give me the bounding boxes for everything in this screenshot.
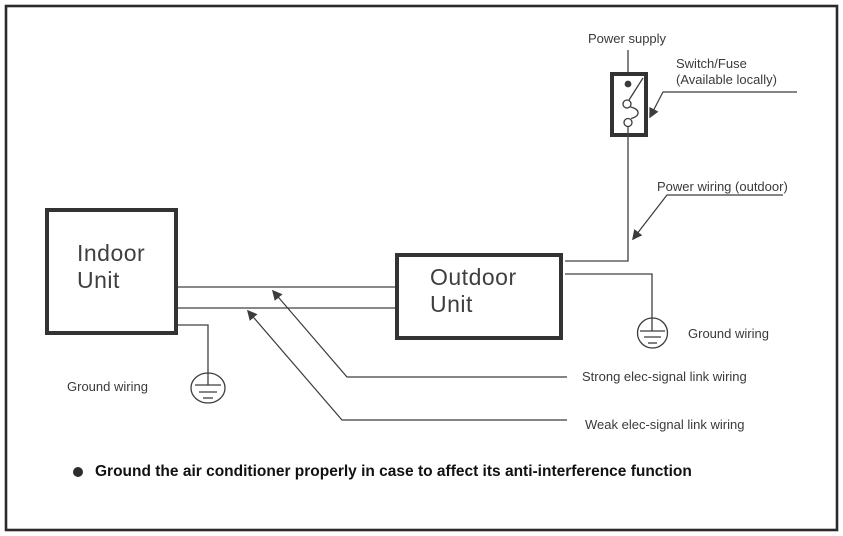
switch-fuse-label: Switch/Fuse (Available locally) [676, 56, 777, 88]
switch-blade [628, 77, 644, 101]
switch-fuse-label-line2: (Available locally) [676, 72, 777, 87]
power-wiring-outdoor-wire [565, 126, 629, 262]
ground-wiring-indoor-label: Ground wiring [67, 379, 148, 394]
switch-contact-upper [622, 99, 632, 109]
weak-link-leader-arrow [247, 309, 567, 421]
diagram-border [4, 4, 839, 532]
indoor-unit-box: Indoor Unit [45, 208, 178, 335]
grounding-note-text: Ground the air conditioner properly in c… [95, 463, 692, 480]
grounding-note: Ground the air conditioner properly in c… [73, 463, 692, 481]
ground-symbol-outdoor-icon [636, 317, 669, 349]
strong-link-leader-arrow [272, 289, 567, 378]
note-bullet-icon [73, 467, 83, 477]
switch-fuse-label-line1: Switch/Fuse [676, 56, 747, 71]
outdoor-ground-wire [565, 273, 653, 331]
switch-fuse-leader-arrow [649, 91, 797, 119]
indoor-unit-label-line1: Indoor [77, 240, 146, 266]
outdoor-unit-label-line2: Unit [430, 291, 473, 317]
switch-top-contact [624, 80, 632, 88]
strong-link-label: Strong elec-signal link wiring [582, 369, 747, 384]
power-wiring-leader-arrow [632, 194, 783, 241]
indoor-unit-label-line2: Unit [77, 267, 120, 293]
indoor-ground-wire [176, 324, 209, 385]
power-wiring-outdoor-label: Power wiring (outdoor) [657, 179, 788, 194]
fuse-curve [630, 106, 639, 120]
weak-link-label: Weak elec-signal link wiring [585, 417, 745, 432]
outdoor-unit-box: Outdoor Unit [395, 253, 563, 340]
power-supply-label: Power supply [588, 31, 667, 46]
outdoor-unit-label-line1: Outdoor [430, 264, 517, 290]
ground-symbol-indoor-icon [190, 372, 226, 404]
switch-fuse-icon [610, 72, 648, 137]
ground-wiring-outdoor-label: Ground wiring [688, 326, 769, 341]
